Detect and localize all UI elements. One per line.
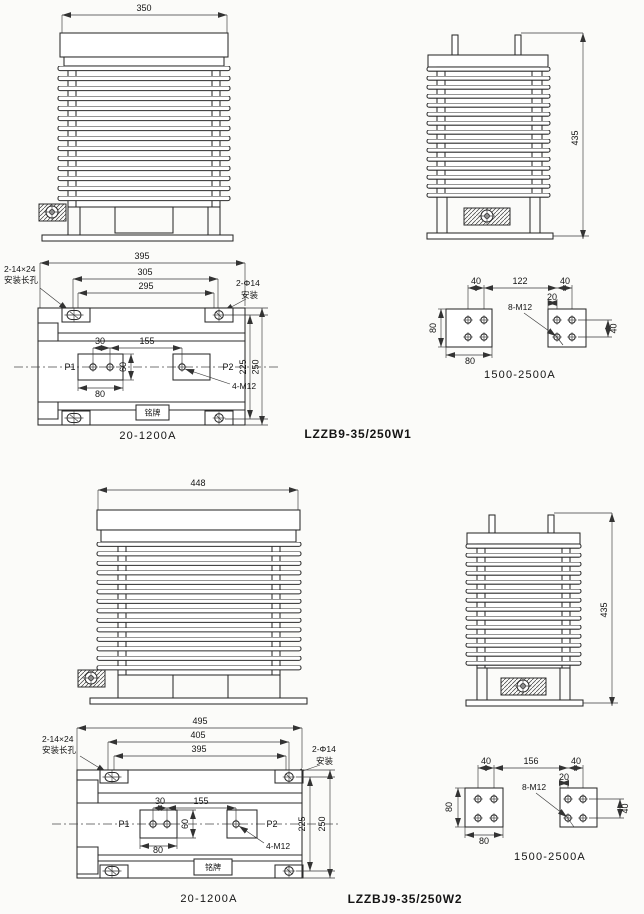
- terminal-p1-label: P1: [64, 362, 75, 372]
- cooling-ribs: [465, 544, 582, 670]
- plate-pitch-right-dim: 40: [571, 756, 581, 766]
- stud-note: 4-M12: [266, 841, 290, 851]
- primary-terminal: [547, 514, 555, 534]
- stud-note: 4-M12: [232, 381, 256, 391]
- slot-note-line2: 安装长孔: [4, 275, 39, 285]
- bottom-figure: 448 435: [42, 478, 630, 906]
- plan-hole-span-dim: 395: [191, 744, 206, 754]
- hole-note-line2: 安装: [241, 290, 259, 300]
- plate-gap-dim: 156: [523, 756, 538, 766]
- plate-pitch-vertical-dim: 40: [620, 803, 630, 813]
- base-plate: [465, 699, 584, 707]
- top-model-label: LZZB9-35/250W1: [304, 427, 411, 441]
- top-cap: [96, 509, 301, 531]
- top-front-width-dim: 350: [136, 3, 151, 13]
- mounting-plate-left: [464, 787, 504, 828]
- bottom-plates-caption: 1500-2500A: [514, 851, 586, 863]
- pad-hole-pitch-dim: 30: [155, 796, 165, 806]
- pad-width-dim: 80: [153, 845, 163, 855]
- plate-height-dim: 80: [428, 323, 438, 333]
- primary-terminal: [488, 514, 496, 534]
- slot-note-line1: 2-14×24: [4, 264, 36, 274]
- pad-span-dim: 155: [193, 796, 208, 806]
- pad-hole-pitch-dim: 30: [95, 336, 105, 346]
- top-figure: 350 435: [4, 3, 619, 442]
- hole-note-line1: 2-Φ14: [236, 278, 260, 288]
- hole-note-line2: 安装: [316, 756, 334, 766]
- terminal-pad-p1: [77, 353, 124, 381]
- plate-edge-offset-dim: 20: [547, 292, 557, 302]
- top-plates-caption: 1500-2500A: [484, 369, 556, 381]
- bottom-front-view: 448: [77, 478, 308, 705]
- mount-depth-dim: 225: [297, 816, 307, 831]
- bottom-side-height-dim: 435: [599, 602, 609, 617]
- terminal-p2-label: P2: [222, 362, 233, 372]
- top-cap: [427, 54, 549, 68]
- base-plate: [41, 234, 234, 242]
- plan-overall-width-dim: 495: [192, 716, 207, 726]
- top-side-view: 435: [426, 32, 589, 240]
- plan-overall-width-dim: 395: [134, 251, 149, 261]
- mounting-plate-left: [445, 308, 493, 348]
- cooling-ribs: [96, 542, 302, 673]
- plan-slot-span-dim: 305: [137, 267, 152, 277]
- nameplate-box: [193, 858, 233, 876]
- overall-depth-dim: 250: [251, 359, 261, 374]
- slot-note-line1: 2-14×24: [42, 734, 74, 744]
- cooling-ribs: [57, 66, 231, 206]
- top-plan-caption: 20-1200A: [119, 430, 176, 442]
- primary-terminal: [451, 34, 459, 56]
- plate-pitch-left-dim: 40: [481, 756, 491, 766]
- top-front-view: 350: [38, 3, 234, 242]
- plate-pitch-left-dim: 40: [471, 276, 481, 286]
- hole-note-line1: 2-Φ14: [312, 744, 336, 754]
- nameplate-label: 铭牌: [205, 862, 221, 872]
- bottom-plan-view: 495 405 395 2-14×24 安装长孔 2-Φ14 安装: [42, 716, 340, 905]
- top-mounting-plates: 40 122 40 20 8-M12 80: [428, 276, 619, 381]
- overall-depth-dim: 250: [317, 816, 327, 831]
- bottom-front-width-dim: 448: [190, 478, 205, 488]
- top-side-height-dim: 435: [570, 130, 580, 145]
- pad-height-dim: 60: [180, 819, 190, 829]
- pad-height-dim: 60: [118, 362, 128, 372]
- bottom-model-label: LZZBJ9-35/250W2: [348, 892, 463, 906]
- plate-height-dim: 80: [444, 802, 454, 812]
- base-plate: [89, 697, 308, 705]
- terminal-p2-label: P2: [266, 819, 277, 829]
- cooling-ribs: [426, 67, 551, 198]
- plate-stud-note: 8-M12: [508, 302, 532, 312]
- top-cap: [466, 532, 581, 545]
- plate-pitch-right-dim: 40: [560, 276, 570, 286]
- mounting-plate-right: [559, 787, 598, 828]
- top-plan-view: 395 305 295 2-14×24 安装长孔 2-Φ14 安装: [4, 251, 278, 442]
- plate-edge-offset-dim: 20: [559, 772, 569, 782]
- plate-width-dim: 80: [479, 836, 489, 846]
- slot-note-line2: 安装长孔: [42, 745, 77, 755]
- plate-gap-dim: 122: [512, 276, 527, 286]
- terminal-pad-p2: [172, 353, 211, 381]
- terminal-p1-label: P1: [118, 819, 129, 829]
- bottom-mounting-plates: 40 156 40 20 8-M12 80: [444, 756, 630, 863]
- mount-depth-dim: 225: [238, 359, 248, 374]
- bottom-plan-caption: 20-1200A: [180, 893, 237, 905]
- plan-hole-span-dim: 295: [138, 281, 153, 291]
- pad-width-dim: 80: [95, 389, 105, 399]
- nameplate-box: [135, 404, 170, 421]
- plate-pitch-vertical-dim: 40: [609, 323, 619, 333]
- mounting-plate-right: [547, 308, 587, 348]
- plate-width-dim: 80: [465, 356, 475, 366]
- nameplate-label: 铭牌: [145, 408, 161, 418]
- plate-stud-note: 8-M12: [522, 782, 546, 792]
- terminal-pad-p2: [226, 809, 258, 839]
- top-cap: [59, 32, 229, 58]
- base-plate: [426, 232, 554, 240]
- plan-slot-span-dim: 405: [190, 730, 205, 740]
- bottom-side-view: 435: [465, 512, 618, 707]
- pad-span-dim: 155: [139, 336, 154, 346]
- primary-terminal: [514, 34, 522, 56]
